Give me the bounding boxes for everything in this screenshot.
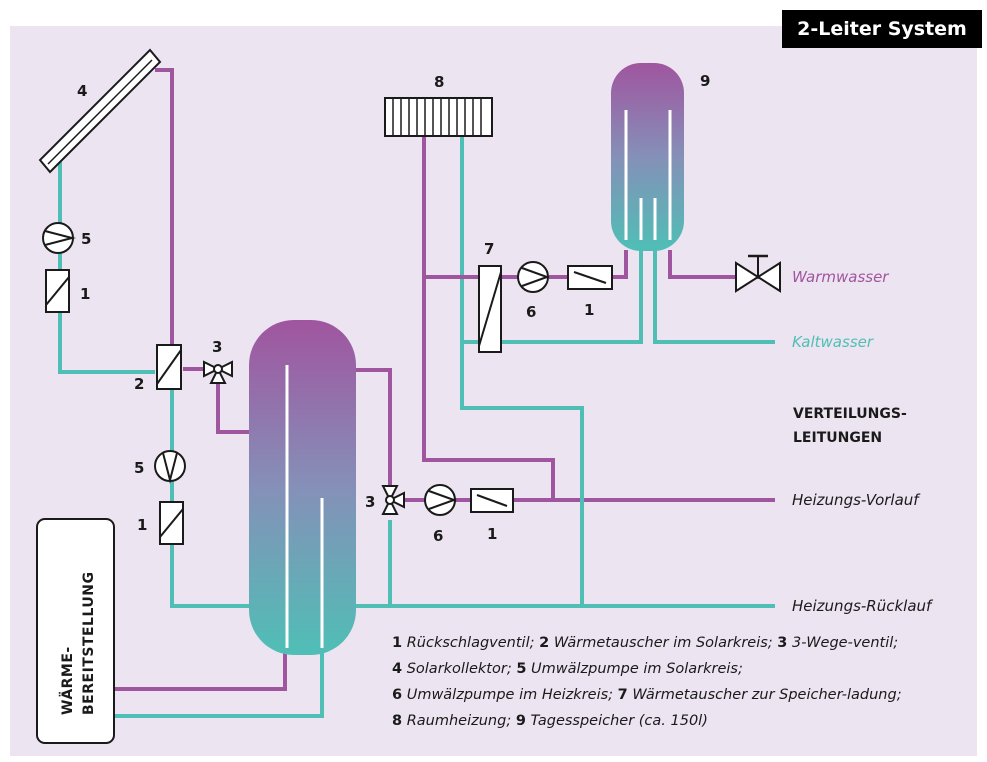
legend-line-3: 6 Umwälzpumpe im Heizkreis; 7 Wärmetausc… <box>392 687 902 703</box>
legend-line-4: 8 Raumheizung; 9 Tagesspeicher (ca. 150l… <box>392 713 708 729</box>
pipe-boiler-flow <box>115 645 287 691</box>
three-way-valve-heating <box>381 485 405 515</box>
boiler-box <box>36 518 115 744</box>
label-7: 7 <box>484 240 494 258</box>
pipe-hx2-return <box>170 390 250 608</box>
label-1-charging: 1 <box>584 301 594 319</box>
output-heizungs-vorlauf: Heizungs-Vorlauf <box>792 491 921 509</box>
diagram-title: 2-Leiter System <box>782 10 982 48</box>
pipe-boiler-return <box>115 645 324 718</box>
pipe-hx7-return <box>462 250 643 344</box>
label-1-lower: 1 <box>137 516 147 534</box>
heat-exchanger-solar <box>156 344 182 390</box>
distribution-title-line2: LEITUNGEN <box>793 430 882 446</box>
label-5-lower: 5 <box>134 459 144 477</box>
label-6-lower: 6 <box>433 527 443 545</box>
pump-heating <box>424 484 457 516</box>
pump-solar-lower <box>154 450 186 484</box>
pipe-radiator-flow <box>422 136 555 500</box>
distribution-title-line1: VERTEILUNGS- <box>793 406 907 422</box>
radiator <box>384 97 493 137</box>
pump-charging <box>517 261 550 293</box>
label-1-upper: 1 <box>80 285 90 303</box>
label-9: 9 <box>700 72 710 90</box>
label-4: 4 <box>77 82 87 100</box>
pipe-radiator-return <box>460 136 584 606</box>
pipe-warmwater <box>668 250 775 279</box>
legend: 1 Rückschlagventil; 2 Wärmetauscher im S… <box>392 630 972 734</box>
label-1-heating: 1 <box>487 525 497 543</box>
pipe-coldwater <box>653 250 775 344</box>
output-warmwasser: Warmwasser <box>792 268 889 286</box>
label-3-lower: 3 <box>365 493 375 511</box>
check-valve-solar <box>45 269 70 313</box>
legend-line-2: 4 Solarkollektor; 5 Umwälzpumpe im Solar… <box>392 661 743 677</box>
label-5-upper: 5 <box>81 230 91 248</box>
pipe-tank-to-heating-valve <box>355 368 392 492</box>
pipe-solar-flow <box>155 68 174 355</box>
pipe-valve-to-tank <box>216 383 250 434</box>
three-way-valve-solar <box>203 360 233 384</box>
check-valve-heating <box>470 488 514 513</box>
solar-collector <box>38 48 162 174</box>
boiler-label-line2: BEREITSTELLUNG <box>81 572 97 715</box>
tap-valve-warmwater <box>735 254 781 293</box>
boiler-label-line1: WÄRME- <box>59 646 76 715</box>
pipe-valve1-to-tank9 <box>612 250 628 279</box>
label-8: 8 <box>434 73 444 91</box>
check-valve-solar-lower <box>159 501 184 545</box>
heat-exchanger-charging <box>478 265 502 353</box>
pipe-solar-return <box>58 162 155 374</box>
label-2: 2 <box>134 375 144 393</box>
buffer-tank <box>249 320 356 655</box>
label-6-upper: 6 <box>526 303 536 321</box>
daily-storage-tank <box>611 63 684 251</box>
output-kaltwasser: Kaltwasser <box>792 333 874 351</box>
output-heizungs-ruecklauf: Heizungs-Rücklauf <box>792 597 934 615</box>
legend-line-1: 1 Rückschlagventil; 2 Wärmetauscher im S… <box>392 635 899 651</box>
pump-solar-upper <box>42 222 76 254</box>
label-3-upper: 3 <box>212 338 222 356</box>
check-valve-charging <box>567 265 613 290</box>
